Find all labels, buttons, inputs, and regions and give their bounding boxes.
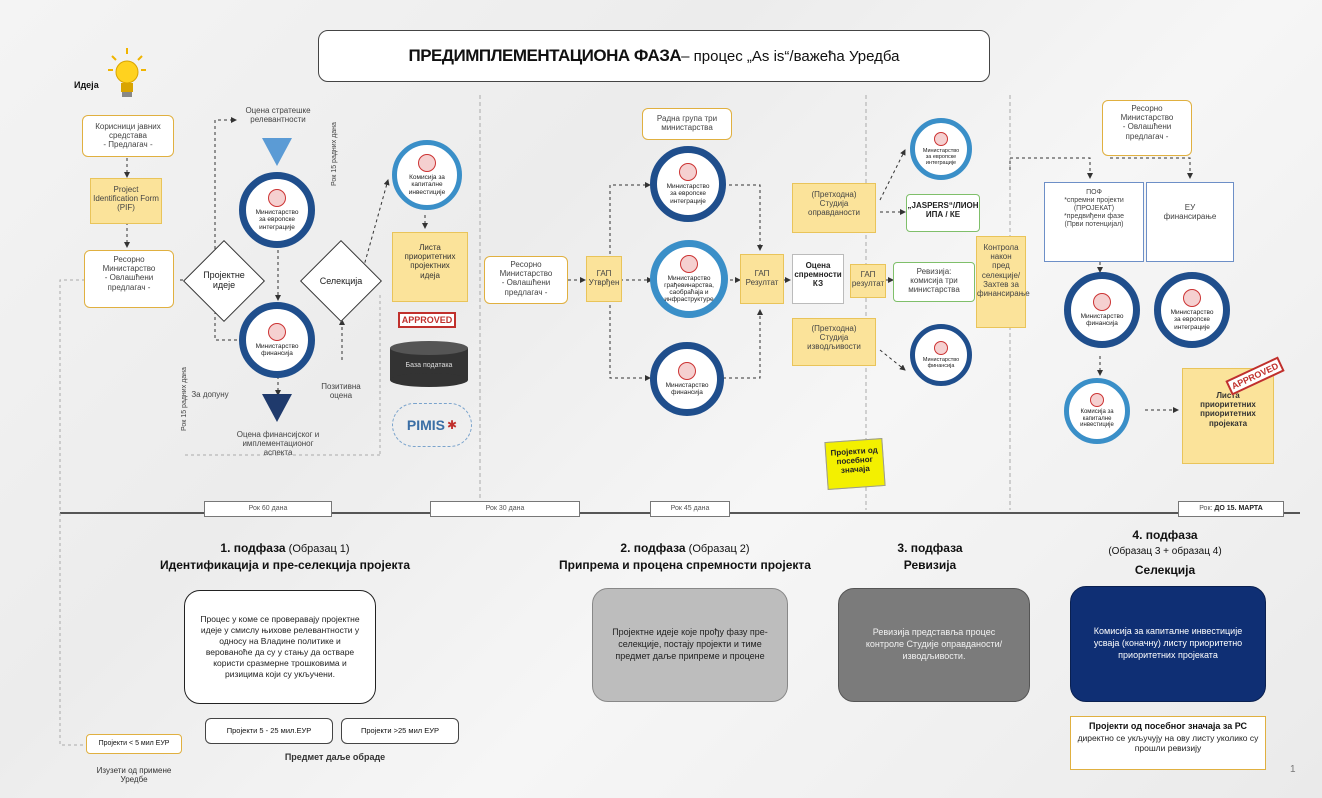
- deadline-label-bottom: Рок 15 радних дана: [180, 367, 188, 431]
- project-form-note: Project Identification Form (PIF): [90, 178, 162, 224]
- pof-doc: ПОФ *спремни пројекти (ПРОЈЕКАТ) *предви…: [1044, 182, 1144, 262]
- subphase-1-desc: Процес у коме се проверавају пројектне и…: [184, 590, 376, 704]
- subphase-4-desc: Комисија за капиталне инвестиције усваја…: [1070, 586, 1266, 702]
- deadline-30: Рок 30 дана: [430, 501, 580, 517]
- pimis-logo: PIMIS✱: [392, 403, 472, 447]
- title-bold: ПРЕДИМПЛЕМЕНТАЦИОНА ФАЗА: [408, 46, 682, 65]
- lightbulb-icon: [108, 48, 146, 104]
- finance-ministry-circle-4: Министарство финансија: [1064, 272, 1140, 348]
- diamond-selection: Селекција: [299, 239, 383, 323]
- readiness-eval-box: Оцена спремности КЗ: [792, 254, 844, 304]
- eu-ministry-circle-1: Министарство за европске интеграције: [239, 172, 315, 248]
- ministry-infra-circle: Министарство грађевинарства, саобраћаја …: [650, 240, 728, 318]
- triangle-down-icon: [262, 138, 292, 166]
- finance-ministry-circle-2: Министарство финансија: [650, 342, 724, 416]
- subphase-2-desc: Пројектне идеје које прођу фазу пре-селе…: [592, 588, 788, 702]
- eu-ministry-circle-3: Министарство за европске интеграције: [910, 118, 972, 180]
- subphase-4-title: Селекција: [1134, 563, 1196, 577]
- subphase-3-desc: Ревизија представља процес контроле Студ…: [838, 588, 1030, 702]
- deadline-60: Рок 60 дана: [204, 501, 332, 517]
- subphase-1-title: Идентификација и пре-селекција пројекта: [159, 558, 411, 572]
- exempt-label: Изузети од примене Уредбе: [96, 766, 172, 785]
- special-projects-title: Пројекти од посебног значаја за РС: [1088, 721, 1248, 731]
- ministry-proposer-box-4: Ресорно Министарство - Овлашћени предлаг…: [1102, 100, 1192, 156]
- database-icon: [388, 340, 470, 388]
- deadline-label-top: Рок 15 радних дана: [330, 122, 338, 186]
- projects-5-25-box: Пројекти 5 - 25 мил.ЕУР: [205, 718, 333, 744]
- subphase-4-heading: 4. подфаза: [1132, 528, 1198, 542]
- positive-eval-label: Позитивна оцена: [321, 382, 361, 401]
- deadline-45: Рок 45 дана: [650, 501, 730, 517]
- projects-under5-box: Пројекти < 5 мил ЕУР: [86, 734, 182, 754]
- priority-list-note-1: Листа приоритетних пројектних идеја: [392, 232, 468, 302]
- commission-circle-1: Комисија за капиталне инвестиције: [392, 140, 462, 210]
- special-projects-note: Пројекти од посебног значаја: [824, 438, 886, 490]
- title-rest: – процес „As is“/важећа Уредба: [681, 47, 900, 65]
- finance-ministry-circle-3: Министарство финансија: [910, 324, 972, 386]
- control-note: Контрола након пред селекције/ Захтев за…: [976, 236, 1030, 328]
- idea-label: Идеја: [74, 80, 99, 90]
- approved-stamp-1: APPROVED: [398, 312, 456, 328]
- study-feasibility-note: (Претходна) Студија оправданости: [792, 183, 876, 233]
- subject-label: Предмет даље обраде: [284, 752, 386, 762]
- special-projects-box: Пројекти од посебног значаја за РС дирек…: [1070, 716, 1266, 770]
- strategy-eval-label: Оцена стратешке релевантности: [245, 106, 311, 125]
- ministry-proposer-box-1: Ресорно Министарство - Овлашћени предлаг…: [84, 250, 174, 308]
- subphase-2-title: Припрема и процена спремности пројекта: [559, 558, 811, 572]
- title-box: ПРЕДИМПЛЕМЕНТАЦИОНА ФАЗА – процес „As is…: [318, 30, 990, 82]
- ministry-proposer-box-2: Ресорно Министарство - Овлашћени предлаг…: [484, 256, 568, 304]
- gap-result-note: ГАП Резултат: [740, 254, 784, 304]
- study-impl-note: (Претходна) Студија изводљивости: [792, 318, 876, 366]
- deadline-march: Рок: ДО 15. МАРТА: [1178, 501, 1284, 517]
- finance-ministry-circle-1: Министарство финансија: [239, 302, 315, 378]
- triangle-down-dark-icon: [262, 394, 292, 422]
- proposer-box: Корисници јавних средстава - Предлагач -: [82, 115, 174, 157]
- subphase-3-title: Ревизија: [903, 558, 957, 572]
- subphase-1-heading: 1. подфаза (Образац 1): [220, 541, 350, 555]
- subphase-3-heading: 3. подфаза: [897, 541, 963, 555]
- subphase-2-heading: 2. подфаза (Образац 2): [620, 541, 750, 555]
- commission-circle-4: Комисија за капиталне инвестиције: [1064, 378, 1130, 444]
- special-projects-desc: директно се укључују на ову листу уколик…: [1077, 733, 1259, 753]
- working-group-box: Радна група три министарства: [642, 108, 732, 140]
- diamond-project-ideas: Пројектне идеје: [182, 239, 266, 323]
- review-commission-box: Ревизија: комисија три министарства: [893, 262, 975, 302]
- page-number: 1: [1290, 764, 1296, 775]
- gap-start-note: ГАП Утврђен: [586, 256, 622, 302]
- finance-eval-label: Оцена финансијског и имплементационог ас…: [236, 430, 320, 458]
- projects-25-box: Пројекти >25 мил ЕУР: [341, 718, 459, 744]
- gap-small-note: ГАП резултат: [850, 264, 886, 298]
- eu-ministry-circle-4: Министарство за европске интеграције: [1154, 272, 1230, 348]
- database-label: База података: [405, 362, 453, 369]
- for-supplement-label: За допуну: [191, 390, 229, 399]
- eu-ministry-circle-2: Министарство за европске интеграције: [650, 146, 726, 222]
- subphase-4-sample: (Образац 3 + образац 4): [1108, 546, 1222, 557]
- jaspers-box: „JASPERS“/ЛИОН ИПА / КЕ: [906, 194, 980, 232]
- eu-funding-doc: ЕУ финансирање: [1146, 182, 1234, 262]
